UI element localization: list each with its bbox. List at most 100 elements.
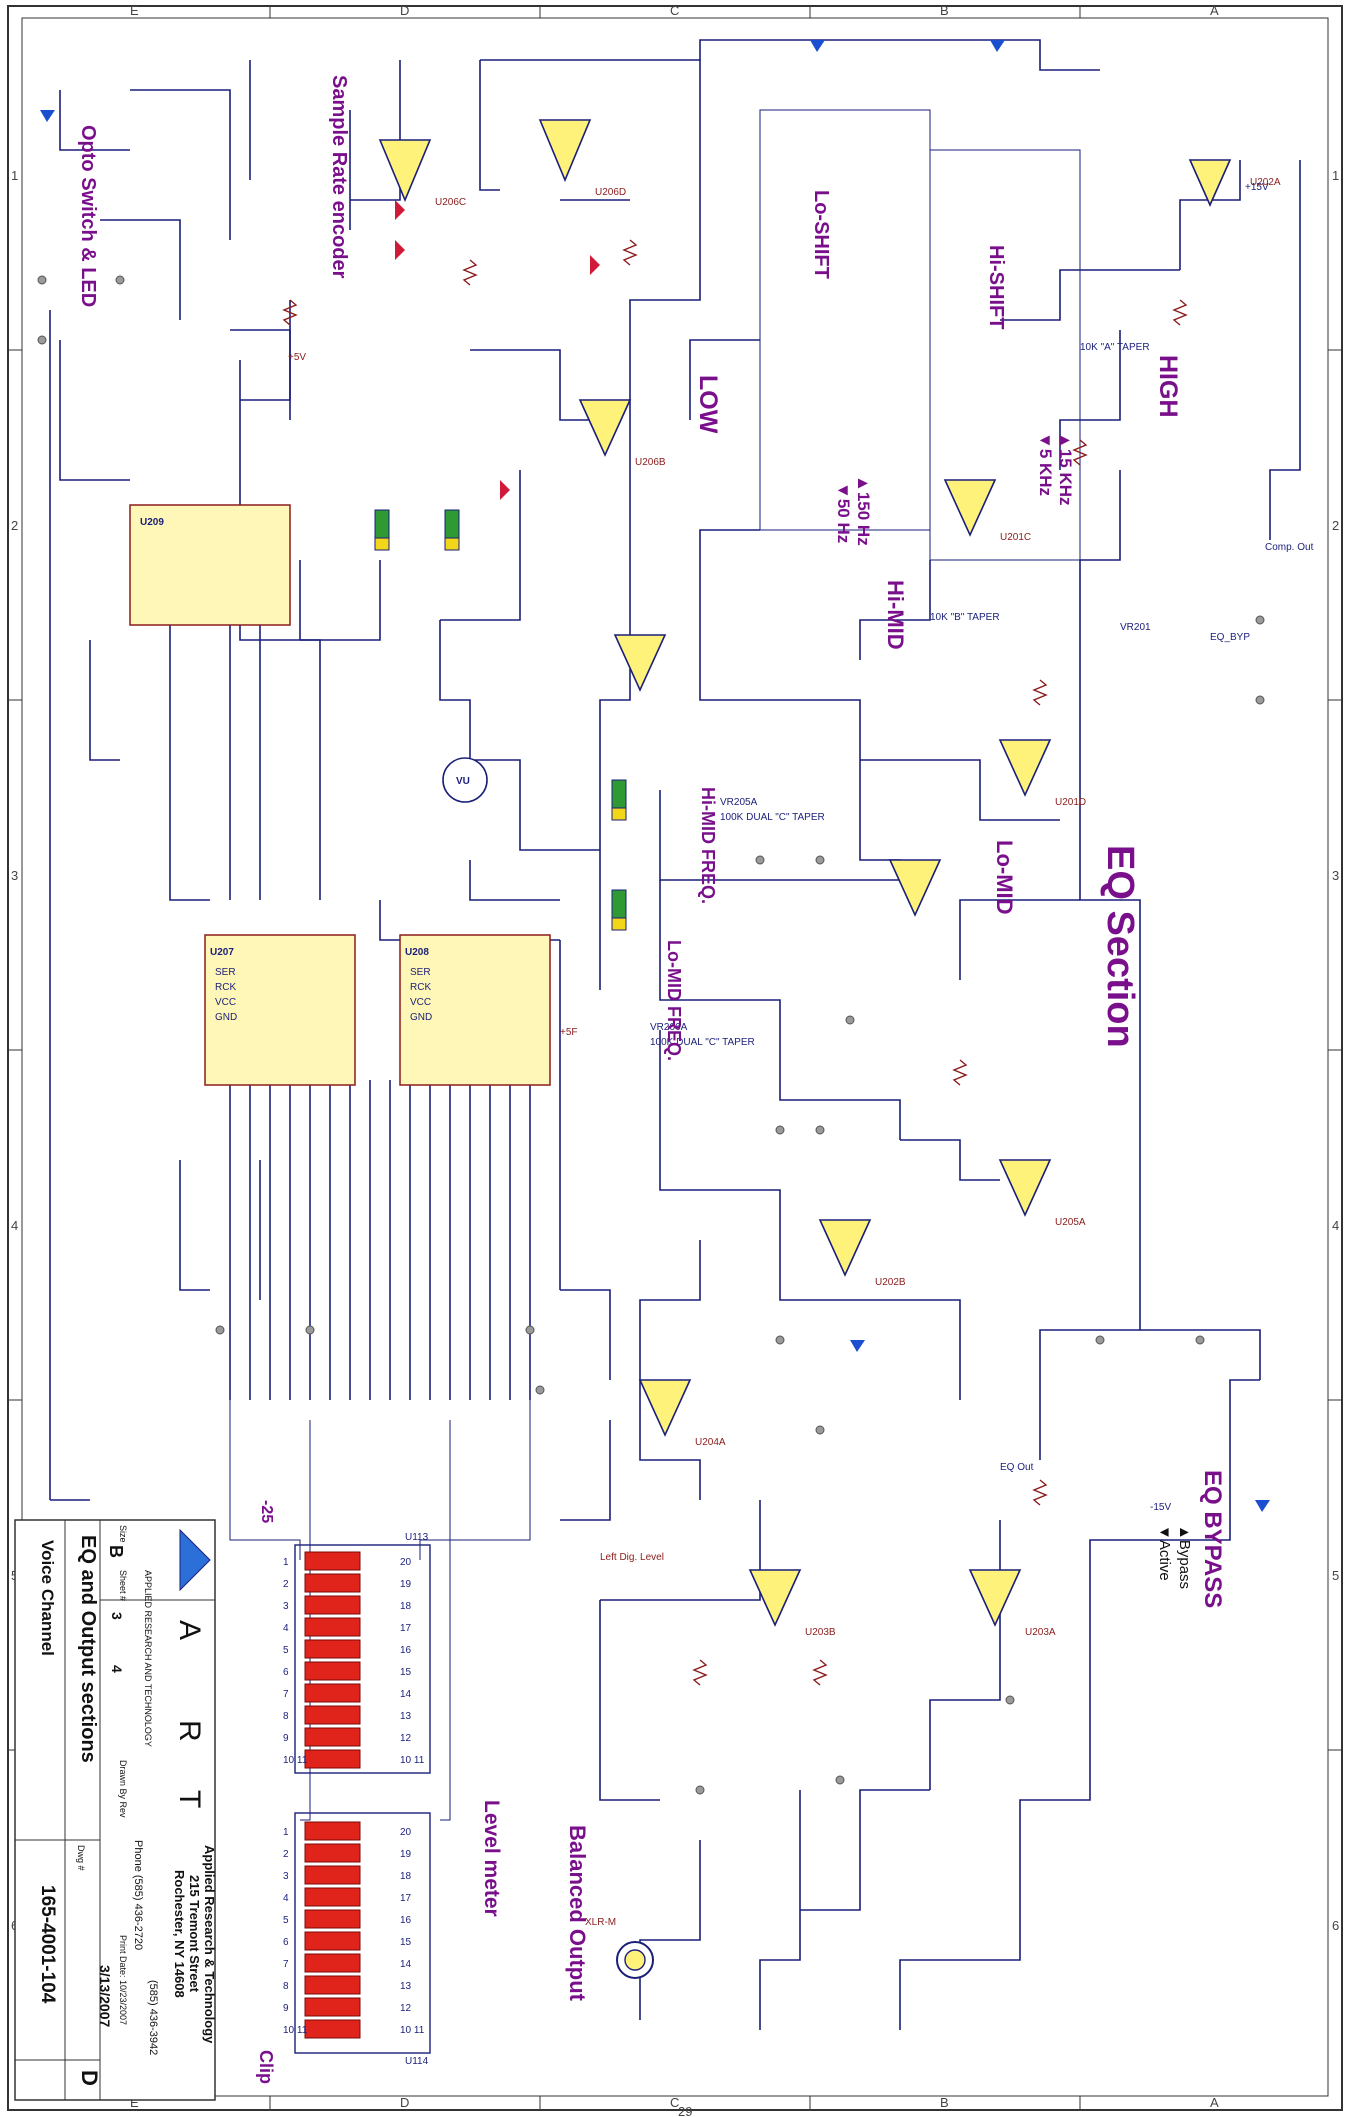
logo-letter-t: T (173, 1790, 206, 1808)
tb-sheet-label: Sheet # (118, 1570, 128, 1601)
opamp-u206c (378, 139, 432, 203)
led-bar-upper (294, 1544, 431, 1774)
chip-u209-label: U209 (140, 517, 164, 528)
label-u203a: U203A (1025, 1627, 1056, 1638)
title-hi-shift: Hi-SHIFT (985, 245, 1007, 329)
led-pin-left-lower-4: 5 (283, 1915, 289, 1926)
led-pin-left-upper-2: 3 (283, 1601, 289, 1612)
led-pin-left-upper-3: 4 (283, 1623, 289, 1634)
zone-side-r4: 5 (1332, 1568, 1339, 1583)
label-eq-byp: EQ_BYP (1210, 632, 1250, 643)
led-pin-left-upper-6: 7 (283, 1689, 289, 1700)
zone-bot-4: A (1210, 2095, 1219, 2110)
label-xlr: XLR-M (585, 1917, 616, 1928)
title-lo-shift: Lo-SHIFT (810, 190, 832, 279)
tb-fax: (585) 436-3942 (147, 1980, 159, 2055)
chip-u208-pin-rck: RCK (410, 982, 431, 993)
page-number: 29 (678, 2104, 692, 2117)
title-sample-rate-encoder: Sample Rate encoder (328, 75, 350, 279)
title-level-meter: Level meter (480, 1800, 503, 1917)
label-u201d: U201D (1055, 797, 1086, 808)
label-5k: ▼5 KHz (1036, 432, 1055, 496)
border-inner (21, 17, 1329, 2097)
led-segment-lower-9 (304, 2019, 361, 2039)
zone-ticks (8, 6, 1342, 2110)
led-pin-left-lower-5: 6 (283, 1937, 289, 1948)
opamp-u206b (578, 399, 632, 457)
label-comp-out: Comp. Out (1265, 542, 1314, 553)
led-segment-lower-2 (304, 1865, 361, 1885)
label-plus15: +15V (1245, 182, 1269, 193)
led-segment-lower-5 (304, 1931, 361, 1951)
led-segment-upper-0 (304, 1551, 361, 1571)
led-pin-right-upper-7: 13 (400, 1711, 412, 1722)
legend-bypass: ▲Bypass (1176, 1525, 1193, 1589)
led-group (40, 40, 1270, 1512)
led-pin-right-lower-8: 12 (400, 2003, 412, 2014)
label-minus25: -25 (258, 1500, 275, 1523)
tb-dwg-no: 165-4001-104 (37, 1885, 58, 2004)
led-segment-upper-8 (304, 1727, 361, 1747)
chip-u208-pin-ser: SER (410, 967, 431, 978)
label-u201c: U201C (1000, 532, 1031, 543)
sample-connectors (374, 509, 627, 931)
title-eq-bypass: EQ BYPASS (1199, 1470, 1226, 1608)
label-u202a: U202A (1250, 177, 1281, 188)
led-pin-left-upper-1: 2 (283, 1579, 289, 1590)
label-vr201: VR201 (1120, 622, 1151, 633)
led-pin-right-lower-3: 17 (400, 1893, 412, 1904)
led-pin-left-upper-4: 5 (283, 1645, 289, 1656)
led-segment-lower-7 (304, 1975, 361, 1995)
led-pin-right-lower-2: 18 (400, 1871, 412, 1882)
led-segment-upper-5 (304, 1661, 361, 1681)
zone-bot-1: D (400, 2095, 409, 2110)
label-u206b: U206B (635, 457, 666, 468)
led-segment-lower-0 (304, 1821, 361, 1841)
label-vr206a: VR206A (650, 1022, 688, 1033)
tb-of: 4 (109, 1665, 125, 1673)
zone-top-3: B (940, 3, 949, 18)
zone-top-2: C (670, 3, 679, 18)
led-pin-right-lower-5: 15 (400, 1937, 412, 1948)
opamp-u204b (613, 634, 667, 692)
opamp-u203b (748, 1569, 802, 1627)
led-segment-lower-3 (304, 1887, 361, 1907)
label-u205a: U205A (1055, 1217, 1086, 1228)
led-pin-right-upper-5: 15 (400, 1667, 412, 1678)
led-pin-left-lower-2: 3 (283, 1871, 289, 1882)
title-high: HIGH (1154, 355, 1182, 418)
legend-active: ▼Active (1156, 1525, 1173, 1581)
zone-side-2: 3 (11, 868, 18, 883)
title-eq-section: EQ Section (1099, 845, 1141, 1048)
label-u202b: U202B (875, 1277, 906, 1288)
zone-side-3: 4 (11, 1218, 18, 1233)
led-pin-right-lower-1: 19 (400, 1849, 412, 1860)
tb-drawn: Drawn By Rev (118, 1760, 128, 1818)
zone-bot-2: C (670, 2095, 679, 2110)
label-left-dig: Left Dig. Level (600, 1552, 664, 1563)
tb-company: Applied Research & Technology (202, 1845, 217, 2044)
tb-print-date: Print Date: 10/23/2007 (118, 1935, 128, 2025)
label-vr-b-taper: 10K "B" TAPER (930, 612, 1000, 623)
chip-u208-pin-vcc: VCC (410, 997, 431, 1008)
opamp-u206d (538, 119, 592, 183)
wiring (49, 39, 1301, 2030)
chip-u208-label: U208 (405, 947, 429, 958)
led-pin-left-lower-1: 2 (283, 1849, 289, 1860)
opamp-u202a (1188, 159, 1232, 207)
tb-size-label: Size (118, 1525, 128, 1543)
led-segment-upper-7 (304, 1705, 361, 1725)
led-pin-left-upper-0: 1 (283, 1557, 289, 1568)
zone-top-1: D (400, 3, 409, 18)
title-low: LOW (694, 375, 722, 434)
tb-street: 215 Tremont Street (187, 1875, 202, 1993)
logo-letter-r: R (173, 1720, 206, 1742)
opamp-u201c (943, 479, 997, 537)
led-pin-right-lower-9: 10 11 (400, 2025, 425, 2036)
led-pin-left-lower-3: 4 (283, 1893, 289, 1904)
opamp-u205a (998, 1159, 1052, 1217)
label-plus5: +5V (288, 352, 306, 363)
led-segment-upper-3 (304, 1617, 361, 1637)
